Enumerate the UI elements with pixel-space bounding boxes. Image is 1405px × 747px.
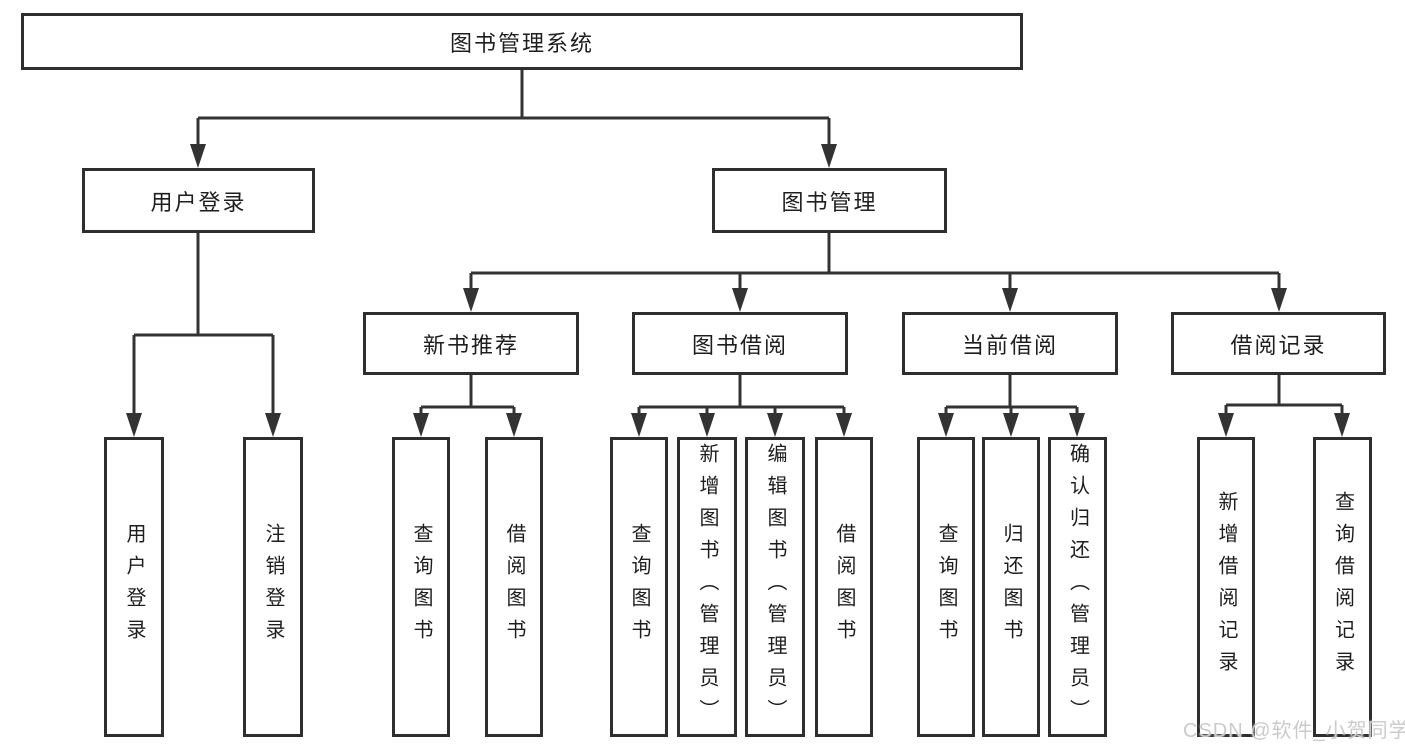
node-label: 借阅图书 bbox=[503, 523, 525, 651]
node-label: 借阅图书 bbox=[833, 523, 855, 651]
node-user-login: 用户登录 bbox=[82, 168, 315, 233]
node-label: 编辑图书（管理员） bbox=[764, 443, 786, 731]
node-borrowing-records: 借阅记录 bbox=[1171, 312, 1386, 375]
arrow-icon bbox=[126, 413, 142, 437]
node-label: 新增图书（管理员） bbox=[696, 443, 718, 731]
node-label: 新书推荐 bbox=[422, 332, 519, 358]
arrow-icon bbox=[1069, 413, 1085, 437]
node-label: 图书借阅 bbox=[691, 332, 788, 358]
leaf-br-query-record: 查询借阅记录 bbox=[1313, 437, 1372, 737]
watermark: CSDN @软件_小贺同学 bbox=[1183, 720, 1405, 742]
leaf-cb-query-books: 查询图书 bbox=[917, 437, 975, 737]
arrow-icon bbox=[699, 413, 715, 437]
leaf-bb-borrow-books: 借阅图书 bbox=[815, 437, 873, 737]
arrowheads bbox=[126, 144, 1350, 437]
node-label: 查询图书 bbox=[628, 523, 650, 651]
arrow-icon bbox=[1003, 413, 1019, 437]
arrow-icon bbox=[732, 288, 748, 312]
arrow-icon bbox=[265, 413, 281, 437]
node-book-management: 图书管理 bbox=[712, 168, 947, 233]
node-label: 注销登录 bbox=[262, 523, 284, 651]
node-label: 当前借阅 bbox=[961, 332, 1058, 358]
arrow-icon bbox=[413, 413, 429, 437]
leaf-nbr-borrow-books: 借阅图书 bbox=[485, 437, 543, 737]
connector-user-login-children bbox=[132, 233, 275, 415]
node-label: 确认归还（管理员） bbox=[1066, 443, 1089, 731]
arrow-icon bbox=[506, 413, 522, 437]
node-book-borrowing: 图书借阅 bbox=[632, 312, 848, 375]
leaf-br-add-record: 新增借阅记录 bbox=[1197, 437, 1255, 737]
node-label: 借阅记录 bbox=[1230, 332, 1327, 358]
node-label: 用户登录 bbox=[150, 189, 247, 215]
leaf-bb-edit-book-admin: 编辑图书（管理员） bbox=[745, 437, 805, 737]
arrow-icon bbox=[631, 413, 647, 437]
arrow-icon bbox=[821, 144, 837, 168]
leaf-cb-return-book: 归还图书 bbox=[982, 437, 1040, 737]
arrow-icon bbox=[190, 144, 206, 168]
node-label: 查询图书 bbox=[935, 523, 957, 651]
node-new-book-recommendation: 新书推荐 bbox=[363, 312, 579, 375]
node-current-borrowing: 当前借阅 bbox=[902, 312, 1118, 375]
node-root: 图书管理系统 bbox=[21, 13, 1023, 70]
node-label: 查询图书 bbox=[410, 523, 432, 651]
leaf-bb-add-book-admin: 新增图书（管理员） bbox=[677, 437, 737, 737]
leaf-logout: 注销登录 bbox=[243, 437, 303, 737]
arrow-icon bbox=[1002, 288, 1018, 312]
connector-book-borrowing-children bbox=[637, 375, 846, 415]
node-label: 用户登录 bbox=[123, 523, 145, 651]
leaf-bb-query-books: 查询图书 bbox=[610, 437, 668, 737]
node-label: 查询借阅记录 bbox=[1331, 491, 1354, 683]
arrow-icon bbox=[938, 413, 954, 437]
node-label: 图书管理 bbox=[781, 189, 878, 215]
connector-root-to-level2 bbox=[196, 69, 831, 146]
connector-current-borrowing-children bbox=[944, 375, 1079, 415]
arrow-icon bbox=[463, 288, 479, 312]
arrow-icon bbox=[767, 413, 783, 437]
connector-book-management-children bbox=[469, 233, 1281, 290]
arrow-icon bbox=[1334, 413, 1350, 437]
leaf-user-login: 用户登录 bbox=[104, 437, 164, 737]
node-label: 归还图书 bbox=[1000, 523, 1022, 651]
connector-new-book-recommendation-children bbox=[419, 375, 516, 415]
arrow-icon bbox=[836, 413, 852, 437]
arrow-icon bbox=[1218, 413, 1234, 437]
node-label: 新增借阅记录 bbox=[1215, 491, 1237, 683]
arrow-icon bbox=[1271, 288, 1287, 312]
leaf-cb-confirm-return-admin: 确认归还（管理员） bbox=[1048, 437, 1107, 737]
node-label: 图书管理系统 bbox=[449, 30, 594, 56]
leaf-nbr-query-books: 查询图书 bbox=[392, 437, 450, 737]
connector-borrowing-records-children bbox=[1224, 375, 1344, 415]
